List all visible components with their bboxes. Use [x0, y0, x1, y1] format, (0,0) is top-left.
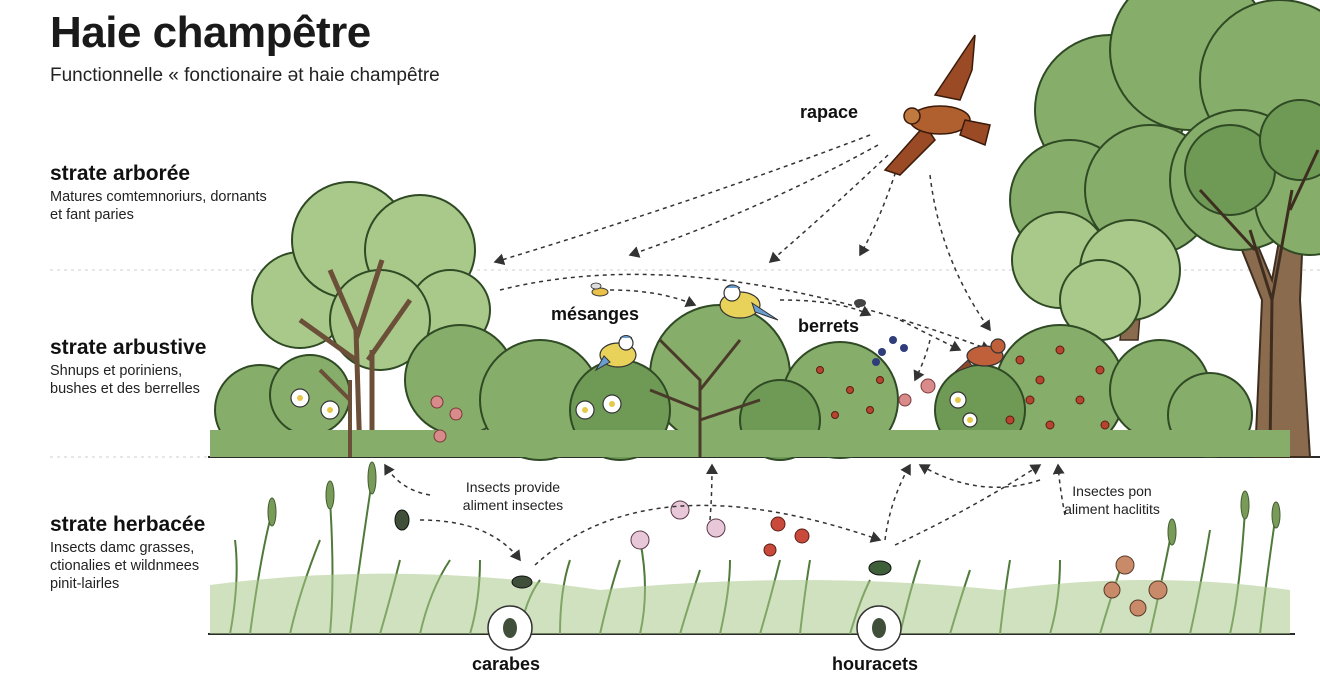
label-mesanges: mésanges: [551, 304, 640, 324]
raptor-icon: [883, 34, 991, 176]
fly-icon: [854, 299, 866, 307]
grass-seedheads: [267, 461, 1281, 546]
label-carabes: carabes: [472, 654, 541, 674]
wasp-icon: [590, 282, 609, 297]
beetle-icon: [394, 509, 410, 531]
stratum-herb-name: strate herbacée: [50, 513, 206, 536]
robin-icon: [954, 338, 1006, 373]
houracets-badge: [856, 605, 902, 651]
grass-fill: [210, 573, 1290, 634]
stratum-tree-name: strate arborée: [50, 162, 191, 185]
page-subtitle: Functionnelle « fonctionaire ət haie cha…: [50, 65, 440, 86]
shrub-layer: [210, 304, 1290, 461]
note-insects-left: Insects provide aliment insectes: [462, 479, 564, 513]
beetle-icon: [511, 575, 533, 589]
interaction-arrows: [384, 134, 1066, 566]
stratum-herb-desc: Insects damc grasses, ctionalies et wild…: [50, 540, 200, 592]
meadow-flowers: [630, 500, 1168, 617]
berries: [816, 345, 1110, 430]
beetle-icon: [868, 560, 892, 576]
young-tree: [251, 181, 491, 458]
blue-berries: [872, 336, 908, 366]
page-title: Haie champêtre: [50, 8, 371, 57]
note-insects-right: Insectes pon aliment haclitits: [1064, 483, 1160, 517]
label-rapace: rapace: [800, 102, 859, 122]
shrub-flowers: [290, 378, 978, 443]
carabes-badge: [487, 605, 533, 651]
blue-tit-icon: [719, 284, 779, 321]
label-berrets: berrets: [798, 316, 860, 336]
stratum-shrub-name: strate arbustive: [50, 336, 207, 359]
blue-tit-icon: [594, 335, 637, 372]
stratum-tree-desc: Matures comtemnoriurs, dornants et fant …: [50, 189, 267, 223]
stratum-shrub-desc: Shnups et poriniens, bushes et des berre…: [50, 363, 200, 397]
large-oak-tree: [1009, 0, 1320, 458]
label-houracets: houracets: [832, 654, 919, 674]
